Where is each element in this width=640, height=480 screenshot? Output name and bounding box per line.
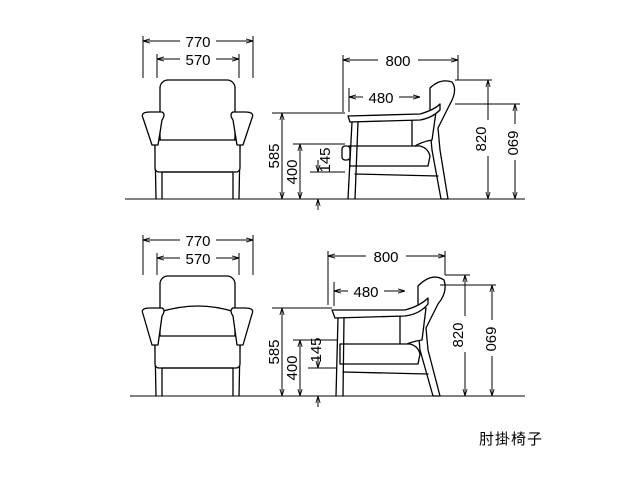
overall-height-label: 820 <box>450 322 467 347</box>
seat-width-label: 570 <box>185 52 210 69</box>
side-view-chair <box>341 80 456 200</box>
stretcher-height-label: 145 <box>317 147 334 172</box>
back-height-label: 690 <box>504 130 521 155</box>
seat-height-label: 400 <box>284 355 301 380</box>
overall-width-label: 770 <box>185 233 210 250</box>
front-view-chair <box>141 275 254 397</box>
overall-height-label: 820 <box>473 126 490 151</box>
overall-depth-label: 800 <box>385 53 410 70</box>
seat-depth-label: 480 <box>368 90 393 107</box>
variant-2: 770 570 800 <box>130 232 525 407</box>
front-dimensions: 770 570 <box>142 232 254 275</box>
overall-width-label: 770 <box>185 34 210 51</box>
side-dimensions: 800 480 585 400 145 820 <box>266 248 499 407</box>
variant-1: 770 570 <box>125 33 525 210</box>
side-dimensions: 800 480 585 400 145 820 <box>266 52 522 210</box>
overall-depth-label: 800 <box>373 249 398 266</box>
front-dimensions: 770 570 <box>142 33 254 78</box>
arm-height-label: 585 <box>266 143 283 168</box>
front-view-chair <box>141 79 254 200</box>
caption: 肘掛椅子 <box>479 430 544 448</box>
seat-width-label: 570 <box>185 251 210 268</box>
arm-height-label: 585 <box>266 339 283 364</box>
back-height-label: 690 <box>482 326 499 351</box>
seat-depth-label: 480 <box>353 284 378 301</box>
stretcher-height-label: 145 <box>308 337 325 362</box>
side-view-chair <box>331 276 446 397</box>
seat-height-label: 400 <box>284 159 301 184</box>
